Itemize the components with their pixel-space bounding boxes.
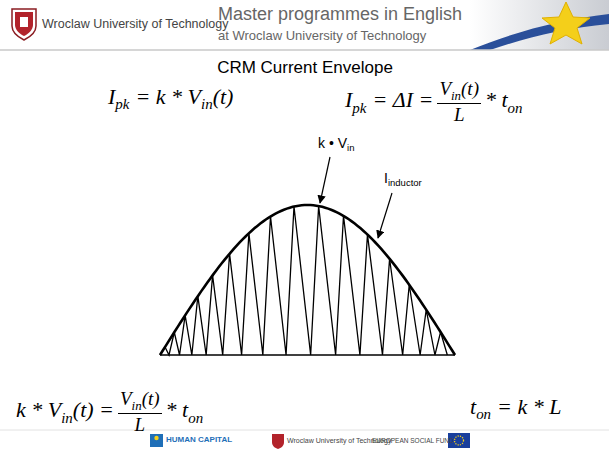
label-text: Wroclaw University of Technology — [42, 17, 228, 31]
subscript: pk — [352, 100, 366, 116]
inductor-current-triangles — [160, 206, 447, 355]
on-time-equation: ton = k * L — [470, 394, 561, 423]
label-text: = k * V — [135, 84, 201, 109]
label-text: k * V — [16, 397, 61, 422]
label-text: (t) — [461, 78, 479, 99]
label-text: (t) — [213, 84, 234, 109]
header-band — [0, 0, 609, 50]
text-run: * ton — [166, 397, 204, 426]
slide-title-box: CRM Current Envelope — [217, 58, 393, 78]
subscript: in — [347, 142, 354, 153]
label-text: = k * L — [497, 394, 561, 419]
header-university: Wroclaw University of Technology — [42, 17, 228, 31]
text-run: k • Vin — [318, 135, 354, 153]
label-text: I — [384, 170, 388, 186]
text-run: EUROPEAN SOCIAL FUND — [372, 437, 454, 444]
numerator: Vin(t) — [118, 388, 162, 413]
label-text: I — [345, 87, 352, 112]
footer-human-capital: HUMAN CAPITAL — [166, 435, 232, 444]
denominator: L — [437, 103, 481, 126]
label-text: I — [108, 84, 115, 109]
label-text: k • V — [318, 135, 347, 151]
numerator: Vin(t) — [437, 78, 481, 103]
label-text: HUMAN CAPITAL — [166, 435, 232, 444]
subscript: inductor — [388, 177, 422, 188]
label-text: (t) = — [73, 397, 114, 422]
label-text: L — [134, 414, 145, 435]
slide-title: CRM Current Envelope — [217, 58, 393, 78]
subscript: in — [451, 88, 461, 103]
label-text: EUROPEAN SOCIAL FUND — [372, 437, 454, 444]
inductor-label: Iinductor — [384, 170, 422, 188]
label-text: t — [470, 394, 476, 419]
label-text: at Wroclaw University of Technology — [218, 28, 426, 43]
envelope-label: k • Vin — [318, 135, 354, 153]
text-run: Ipk = ΔI = — [345, 87, 433, 116]
header-programme: Master programmes in English — [218, 4, 462, 25]
text-run: Ipk = k * Vin(t) — [108, 84, 233, 113]
text-run: Wroclaw University of Technology — [42, 17, 228, 31]
text-run: HUMAN CAPITAL — [166, 435, 232, 444]
equality-equation: k * Vin(t) =Vin(t)L* ton — [16, 388, 203, 436]
leader-line — [320, 157, 330, 203]
fraction: Vin(t)L — [118, 388, 162, 436]
header-rule — [0, 49, 609, 51]
university-logo — [12, 9, 36, 40]
subscript: pk — [115, 96, 129, 112]
label-text: * t — [166, 397, 189, 422]
text-run: ton = k * L — [470, 394, 561, 423]
footer-esf: EUROPEAN SOCIAL FUND — [372, 437, 454, 444]
peak-envelope — [160, 205, 455, 355]
university-small-logo — [272, 434, 284, 449]
label-text: * t — [485, 87, 508, 112]
label-text: V — [120, 388, 132, 409]
label-text: = ΔI = — [372, 87, 433, 112]
subscript: in — [132, 398, 142, 413]
fraction: Vin(t)L — [437, 78, 481, 126]
label-text: (t) — [142, 388, 160, 409]
peak-current-equation: Ipk = k * Vin(t) — [108, 84, 233, 113]
text-run: * ton — [485, 87, 523, 116]
text-run: Master programmes in English — [218, 4, 462, 25]
inductor-current-waveform — [160, 205, 455, 355]
subscript: on — [188, 410, 203, 426]
delta-current-equation: Ipk= ΔI =Vin(t)L* ton — [345, 78, 523, 126]
label-text: L — [454, 104, 465, 125]
label-text: V — [439, 78, 451, 99]
subscript: on — [508, 100, 523, 116]
header-gradient — [470, 0, 609, 50]
subscript: on — [476, 406, 491, 422]
human-capital-logo — [150, 434, 163, 447]
text-run: at Wroclaw University of Technology — [218, 28, 426, 43]
header-star — [542, 2, 590, 44]
label-text: Master programmes in English — [218, 4, 462, 24]
baseline — [160, 354, 455, 356]
leader-line — [378, 193, 392, 238]
subscript: in — [201, 96, 213, 112]
denominator: L — [118, 413, 162, 436]
text-run: k * Vin(t) = — [16, 397, 114, 426]
footer-rule — [0, 430, 609, 431]
text-run: Iinductor — [384, 170, 422, 188]
header-subtitle: at Wroclaw University of Technology — [218, 28, 426, 43]
subscript: in — [61, 410, 73, 426]
